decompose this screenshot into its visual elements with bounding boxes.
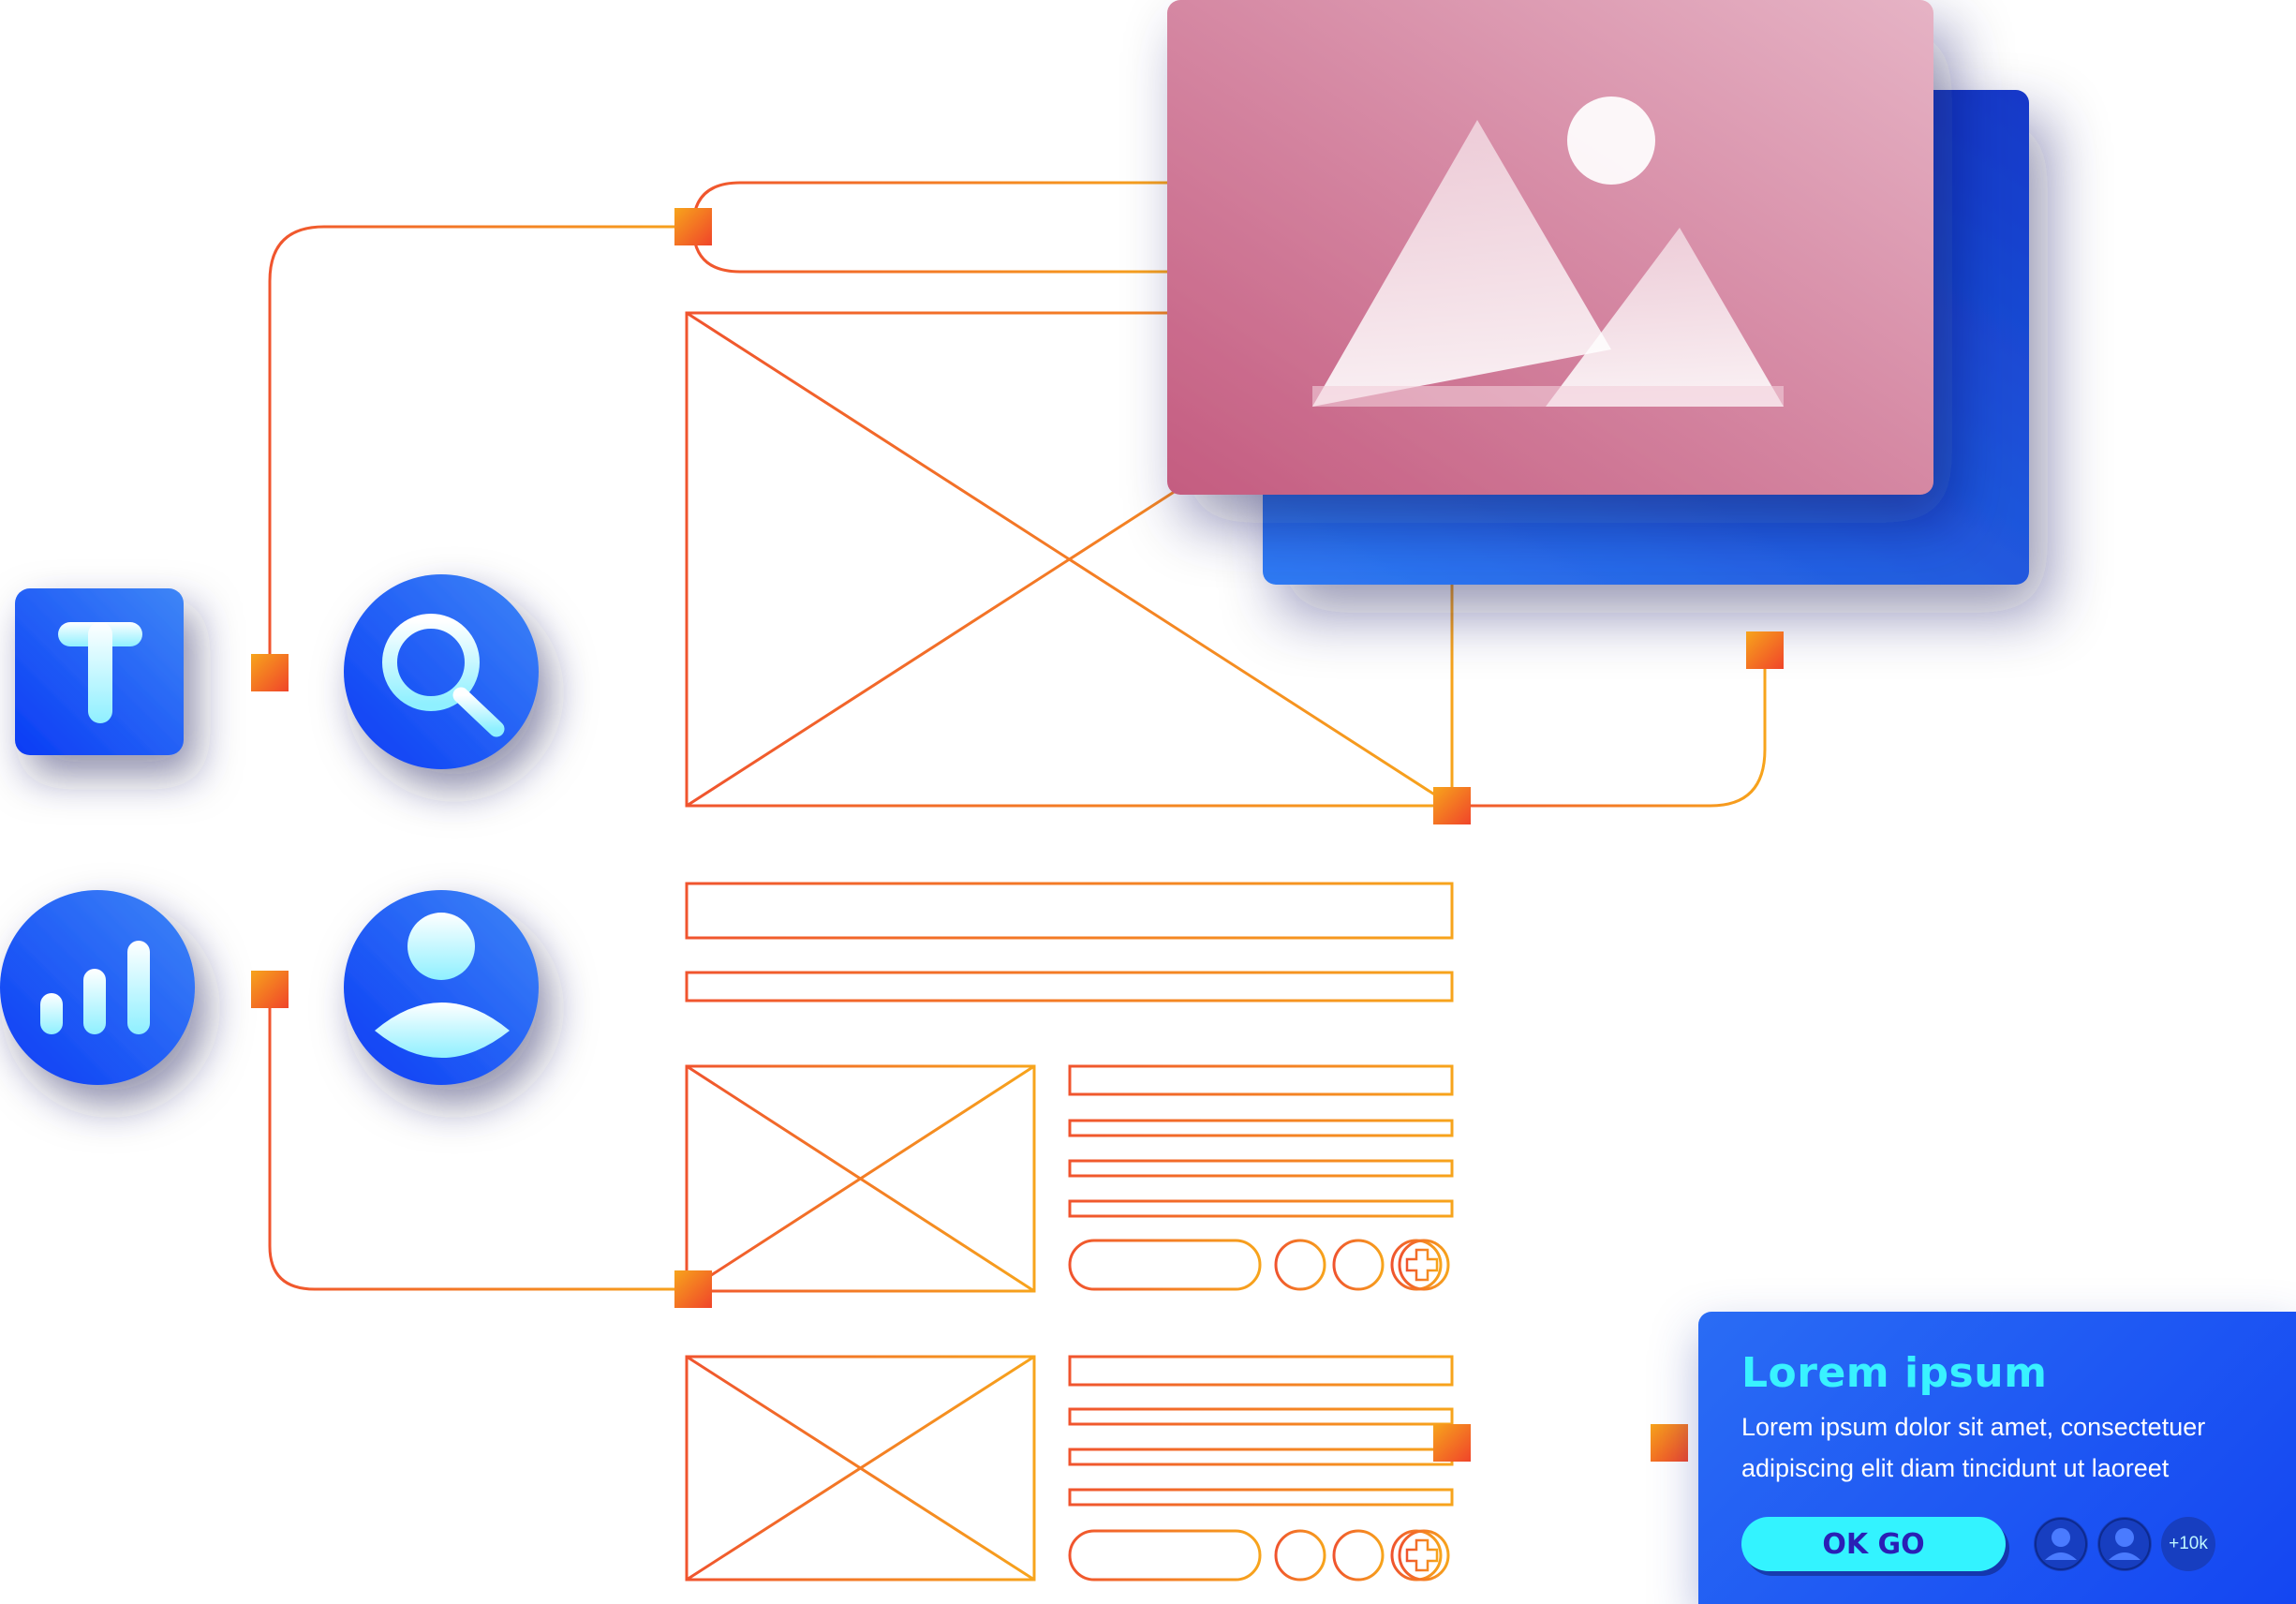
user-icon [2035, 1518, 2087, 1570]
node [1433, 787, 1471, 824]
card-description: Lorem ipsum dolor sit amet, consectetuer… [1741, 1413, 2206, 1482]
connector-right-branch [1452, 650, 1767, 808]
connector-nodes [251, 208, 1784, 1462]
node [1433, 1424, 1471, 1462]
subline-bar [685, 971, 1454, 1002]
user-icon[interactable] [344, 890, 539, 1085]
node [251, 971, 289, 1008]
connector-chart-to-row [268, 989, 693, 1291]
card-title: Lorem ipsum [1741, 1349, 2048, 1397]
photo-card-stack [1167, 0, 2029, 585]
ok-go-button[interactable]: OK GO [1741, 1517, 2006, 1571]
plus-icon [1405, 1538, 1439, 1572]
node [674, 208, 712, 245]
connector-loop-to-image [691, 181, 1171, 274]
avatar-overflow-count[interactable]: +10k [2161, 1517, 2215, 1571]
avatar-count-label: +10k [2169, 1534, 2208, 1553]
button-placeholder [1068, 1529, 1262, 1582]
list-item [685, 1064, 1454, 1293]
avatar[interactable] [2034, 1517, 2088, 1571]
node [674, 1270, 712, 1308]
avatar[interactable] [2097, 1517, 2152, 1571]
node [1651, 1424, 1688, 1462]
button-placeholder [1068, 1239, 1262, 1291]
image-icon [1312, 97, 1784, 407]
headline-placeholders [685, 882, 1454, 1002]
node [251, 654, 289, 691]
headline-bar [685, 882, 1454, 940]
connector-text-to-top [268, 225, 693, 673]
avatar-group: +10k [2034, 1517, 2215, 1571]
text-icon[interactable] [15, 588, 184, 755]
plus-icon [1405, 1248, 1439, 1282]
promo-card: Lorem ipsum Lorem ipsum dolor sit amet, … [1698, 1312, 2296, 1604]
bar-chart-icon[interactable] [0, 890, 195, 1085]
user-icon [2098, 1518, 2151, 1570]
node [1746, 631, 1784, 669]
list-item [685, 1355, 1454, 1582]
search-icon[interactable] [344, 574, 539, 769]
card-actions: OK GO +10k [1741, 1517, 2253, 1571]
